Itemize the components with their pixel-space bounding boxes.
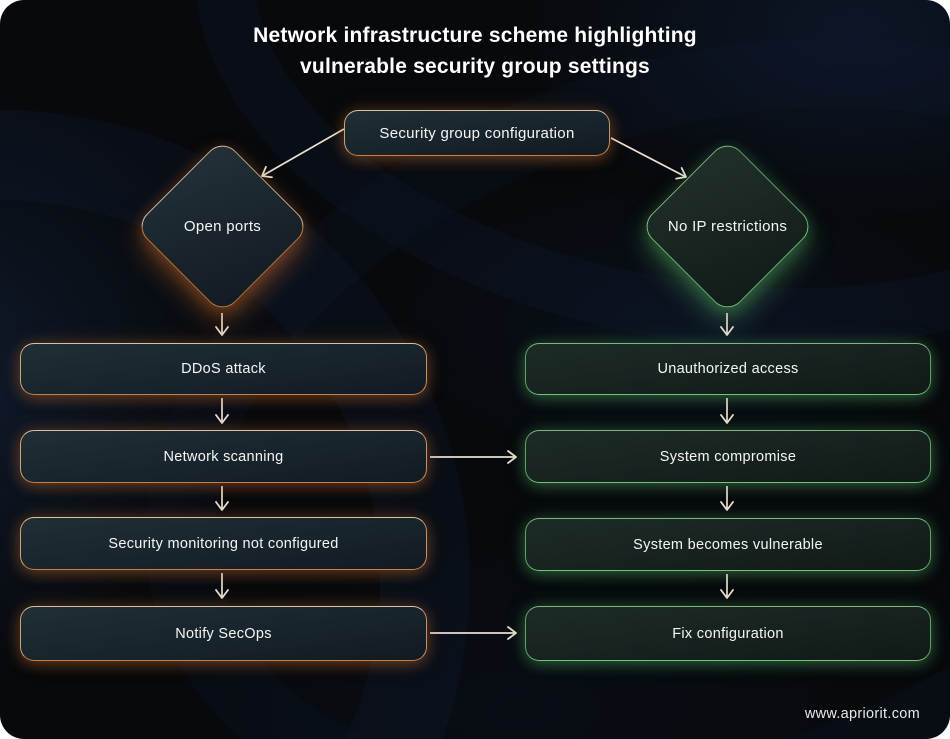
step-system-compromise: System compromise <box>525 430 931 483</box>
decision-open-ports: Open ports <box>134 138 311 315</box>
step-label: Security monitoring not configured <box>108 535 339 552</box>
decision-open-ports-label: Open ports <box>183 218 262 235</box>
step-notify-secops: Notify SecOps <box>20 606 427 661</box>
step-label: Notify SecOps <box>175 625 272 642</box>
step-label: Fix configuration <box>672 625 784 642</box>
diagram-title-line2: vulnerable security group settings <box>300 55 650 78</box>
diagram-title: Network infrastructure scheme highlighti… <box>0 20 950 82</box>
diagram-title-line1: Network infrastructure scheme highlighti… <box>253 24 697 47</box>
step-security-monitoring-not-configured: Security monitoring not configured <box>20 517 427 570</box>
step-label: System becomes vulnerable <box>633 536 823 553</box>
step-label: Unauthorized access <box>657 361 799 377</box>
step-fix-configuration: Fix configuration <box>525 606 931 661</box>
step-ddos-attack: DDoS attack <box>20 343 427 395</box>
step-label: Network scanning <box>163 448 284 465</box>
step-network-scanning: Network scanning <box>20 430 427 483</box>
root-node-label: Security group configuration <box>379 124 575 142</box>
step-system-becomes-vulnerable: System becomes vulnerable <box>525 518 931 571</box>
root-node-security-group-configuration: Security group configuration <box>344 110 610 156</box>
decision-no-ip-restrictions-label: No IP restrictions <box>667 218 788 235</box>
step-label: System compromise <box>659 448 797 465</box>
step-label: DDoS attack <box>181 361 266 377</box>
decision-no-ip-restrictions: No IP restrictions <box>639 138 816 315</box>
step-unauthorized-access: Unauthorized access <box>525 343 931 395</box>
site-url: www.apriorit.com <box>804 706 920 722</box>
